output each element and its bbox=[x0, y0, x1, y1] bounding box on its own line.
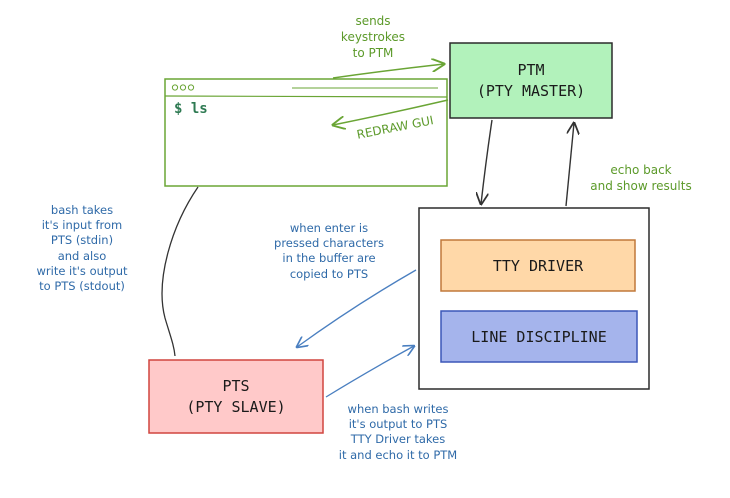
tty-driver-box bbox=[440, 239, 636, 292]
ptm-label-line1: PTM bbox=[517, 61, 545, 80]
line-discipline-box bbox=[440, 310, 638, 363]
pts-label: PTS (PTY SLAVE) bbox=[149, 360, 323, 433]
pts-label-line1: PTS bbox=[222, 377, 250, 396]
annotation-bash-io: bash takes it's input from PTS (stdin) a… bbox=[36, 203, 128, 293]
annotation-enter-pressed: when enter is pressed characters in the … bbox=[274, 221, 384, 281]
terminal-prompt: $ ls bbox=[174, 101, 208, 117]
pts-box bbox=[148, 359, 324, 434]
arrow-terminal-to-ptm bbox=[332, 64, 444, 79]
pts-label-line2: (PTY SLAVE) bbox=[186, 397, 286, 416]
ptm-box bbox=[449, 42, 613, 119]
line-discipline-label: LINE DISCIPLINE bbox=[471, 327, 607, 346]
arrow-kernel-to-pts bbox=[297, 269, 417, 347]
arrow-kernel-to-ptm bbox=[565, 123, 574, 207]
annotation-echo-back: echo back and show results bbox=[590, 163, 692, 193]
annotation-bash-writes: when bash writes it's output to PTS TTY … bbox=[338, 402, 458, 462]
arrow-pts-to-kernel bbox=[325, 346, 414, 398]
ptm-label: PTM (PTY MASTER) bbox=[450, 43, 612, 118]
arrow-ptm-to-kernel bbox=[481, 119, 493, 204]
terminal-window bbox=[164, 78, 448, 187]
tty-driver-label: TTY DRIVER bbox=[492, 256, 584, 275]
annotation-sends-keystrokes: sends keystrokes to PTM bbox=[340, 14, 406, 60]
connector-terminal-pts bbox=[161, 186, 199, 357]
arrow-ptm-to-terminal bbox=[333, 99, 449, 125]
ptm-label-line2: (PTY MASTER) bbox=[476, 81, 586, 100]
